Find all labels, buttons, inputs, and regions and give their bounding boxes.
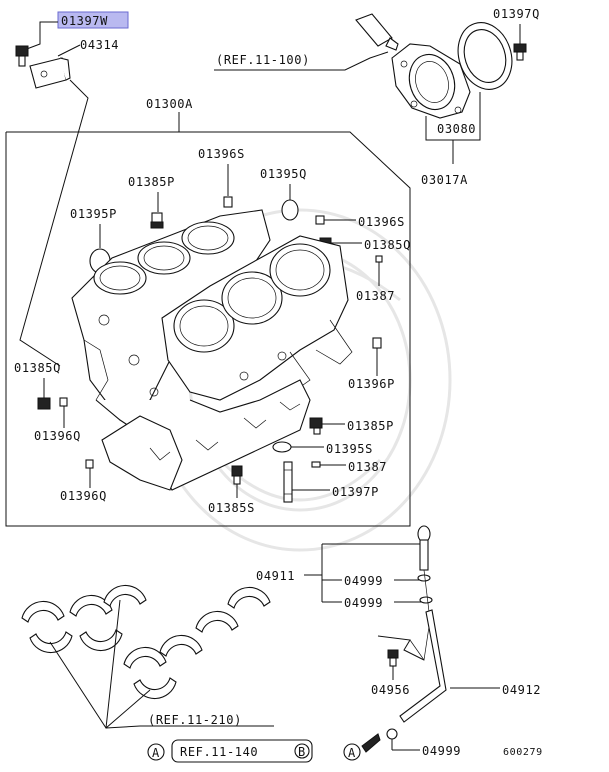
label-01396S-right[interactable]: 01396S <box>358 215 405 229</box>
dowel-01396Q-bottom[interactable] <box>85 459 94 469</box>
callout-a-circle <box>147 743 165 761</box>
label-01395Q-top[interactable]: 01395Q <box>260 167 307 181</box>
label-03017A[interactable]: 03017A <box>421 173 468 187</box>
label-01396P[interactable]: 01396P <box>348 377 395 391</box>
label-04911[interactable]: 04911 <box>256 569 295 583</box>
label-03080[interactable]: 03080 <box>437 122 476 136</box>
label-04314[interactable]: 04314 <box>80 38 119 52</box>
highlight-box <box>57 11 129 29</box>
pin-01387-right[interactable] <box>375 255 383 263</box>
label-01387-right[interactable]: 01387 <box>356 289 395 303</box>
label-01397W[interactable]: 01397W <box>61 14 108 28</box>
label-04999-a[interactable]: 04999 <box>344 574 383 588</box>
ref-11-140-box[interactable] <box>171 739 313 763</box>
label-01300A[interactable]: 01300A <box>146 97 193 111</box>
block-assembly-frame <box>5 131 411 527</box>
label-01395S[interactable]: 01395S <box>326 442 373 456</box>
leader-bracket <box>19 79 89 367</box>
label-01397Q[interactable]: 01397Q <box>493 7 540 21</box>
diagram-id: 600279 <box>503 747 543 758</box>
plug-01385P-top[interactable] <box>150 212 164 229</box>
callout-b-circle <box>294 743 310 759</box>
pin-01387-lower[interactable] <box>311 461 321 468</box>
arrow-a-icon <box>361 733 381 753</box>
label-01396Q-left[interactable]: 01396Q <box>34 429 81 443</box>
label-01395P[interactable]: 01395P <box>70 207 117 221</box>
label-01385Q-right[interactable]: 01385Q <box>364 238 411 252</box>
ref-11-140[interactable]: REF.11-140 <box>180 745 258 759</box>
plug-01385P-right[interactable] <box>309 417 323 435</box>
label-01387-lower[interactable]: 01387 <box>348 460 387 474</box>
bolt-04956[interactable] <box>387 649 399 667</box>
plug-01385Q-left[interactable] <box>37 397 51 410</box>
bracket-04314[interactable] <box>29 57 71 89</box>
sealant-tube <box>355 13 399 51</box>
bolt-01397W[interactable] <box>15 45 29 67</box>
guide-tube-04912[interactable] <box>399 609 447 723</box>
main-bearing-set[interactable] <box>21 584 271 700</box>
ref-11-100[interactable]: (REF.11-100) <box>216 53 310 67</box>
oring-04999-c[interactable] <box>386 728 398 740</box>
seal-housing-03017A[interactable] <box>391 43 471 119</box>
label-01396S-top[interactable]: 01396S <box>198 147 245 161</box>
callout-a-small-circle <box>343 743 361 761</box>
label-01397P[interactable]: 01397P <box>332 485 379 499</box>
dipstick-04911[interactable] <box>409 525 433 661</box>
label-01385P-top[interactable]: 01385P <box>128 175 175 189</box>
label-04956[interactable]: 04956 <box>371 683 410 697</box>
dowel-01396P[interactable] <box>372 337 382 349</box>
cylinder-block[interactable] <box>71 209 353 491</box>
label-04999-c[interactable]: 04999 <box>422 744 461 758</box>
plug-01395S[interactable] <box>272 441 292 453</box>
label-01385S[interactable]: 01385S <box>208 501 255 515</box>
dowel-01396S-top[interactable] <box>223 196 233 208</box>
plug-01395Q-top[interactable] <box>281 199 299 221</box>
ref-11-210[interactable]: (REF.11-210) <box>148 713 242 727</box>
label-01385P-right[interactable]: 01385P <box>347 419 394 433</box>
stud-01397P[interactable] <box>283 461 293 503</box>
label-01396Q-bottom[interactable]: 01396Q <box>60 489 107 503</box>
callout-a-small: A <box>348 746 356 760</box>
dowel-01396Q-left[interactable] <box>59 397 68 407</box>
plug-01385S[interactable] <box>231 465 243 485</box>
label-04999-b[interactable]: 04999 <box>344 596 383 610</box>
dowel-01396S-right[interactable] <box>315 215 325 225</box>
callout-a: A <box>152 746 160 760</box>
label-04912[interactable]: 04912 <box>502 683 541 697</box>
callout-b: B <box>298 745 306 759</box>
label-01385Q-left[interactable]: 01385Q <box>14 361 61 375</box>
bolt-01397Q[interactable] <box>513 43 527 61</box>
